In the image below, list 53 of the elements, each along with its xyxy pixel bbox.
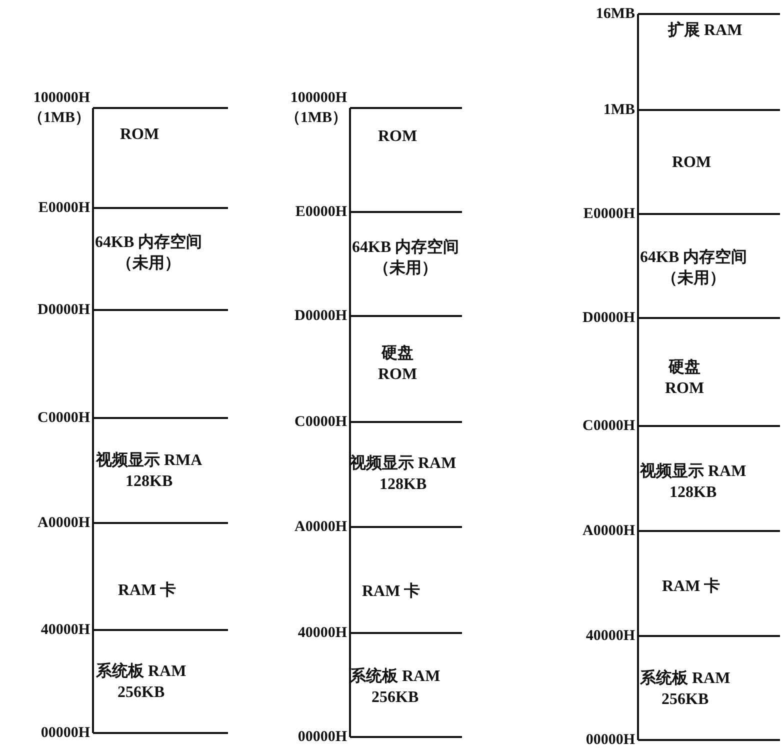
address-label: 100000H — [290, 89, 347, 107]
region-label: 视频显示 RAM — [350, 453, 456, 474]
address-label: A0000H — [294, 518, 347, 536]
region-label: RAM 卡 — [662, 576, 720, 597]
address-label: E0000H — [38, 199, 90, 217]
address-label: 40000H — [40, 621, 90, 639]
address-label: 40000H — [298, 624, 347, 642]
region-label: 64KB 内存空间 — [95, 232, 202, 253]
address-label: 00000H — [298, 728, 347, 746]
region-label: 视频显示 RAM — [640, 461, 746, 482]
region-label: （未用） — [660, 268, 727, 289]
region-label: RAM 卡 — [362, 582, 420, 602]
region-label: 128KB — [378, 475, 428, 495]
region-label: （未用） — [116, 254, 182, 274]
address-label: 100000H — [33, 89, 90, 107]
address-label: D0000H — [582, 309, 635, 327]
region-label: ROM — [120, 125, 160, 145]
address-label: （1MB） — [285, 109, 347, 127]
region-label: 视频显示 RMA — [96, 450, 202, 471]
region-label: （未用） — [372, 258, 439, 279]
address-label: E0000H — [295, 203, 347, 221]
region-label: 扩展 RAM — [668, 20, 742, 41]
region-label: 硬盘 — [380, 344, 415, 364]
address-label: 40000H — [586, 627, 635, 645]
region-label: RAM 卡 — [118, 580, 176, 601]
address-label: C0000H — [582, 417, 635, 435]
region-label: 64KB 内存空间 — [352, 237, 460, 258]
region-label: 256KB — [660, 690, 710, 710]
region-label: 硬盘 — [667, 358, 702, 378]
region-label: 256KB — [370, 688, 420, 708]
address-label: C0000H — [294, 413, 347, 431]
region-label: ROM — [378, 365, 418, 385]
address-label: 00000H — [40, 724, 90, 742]
address-label: A0000H — [38, 514, 90, 532]
address-label: D0000H — [294, 307, 347, 325]
address-label: D0000H — [38, 301, 90, 319]
region-label: 系统板 RAM — [96, 661, 186, 682]
region-label: ROM — [378, 127, 418, 147]
region-label: 128KB — [124, 472, 174, 492]
region-label: 128KB — [668, 483, 718, 503]
region-label: ROM — [665, 379, 704, 399]
region-label: 64KB 内存空间 — [640, 247, 748, 268]
address-label: （1MB） — [28, 109, 90, 127]
region-label: 系统板 RAM — [640, 668, 730, 689]
region-label: 256KB — [116, 683, 166, 703]
address-label: 1MB — [603, 101, 635, 119]
address-label: 00000H — [586, 731, 635, 749]
address-label: 16MB — [596, 5, 635, 23]
region-label: 系统板 RAM — [350, 666, 440, 687]
address-label: C0000H — [38, 409, 90, 427]
region-label: ROM — [672, 153, 712, 173]
address-label: A0000H — [582, 522, 635, 540]
address-label: E0000H — [583, 205, 635, 223]
